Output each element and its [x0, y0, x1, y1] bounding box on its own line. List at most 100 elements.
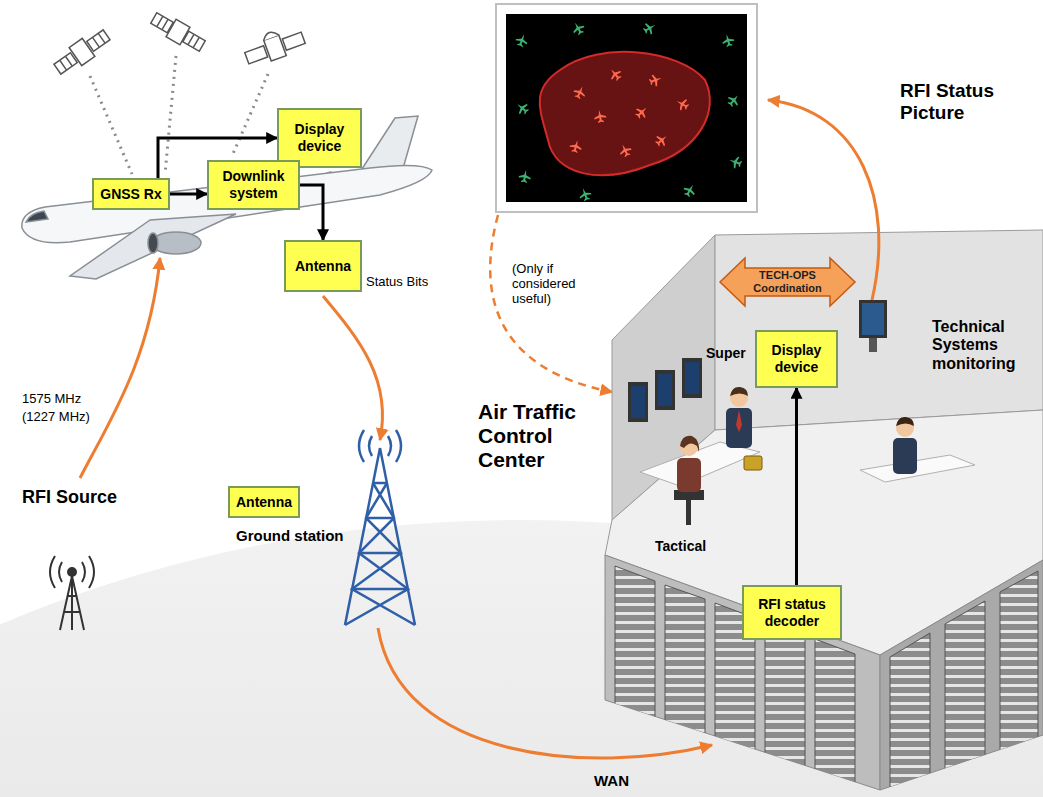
box-text: Display device	[285, 121, 354, 155]
aircraft-mark	[721, 33, 736, 48]
signal-arrow	[795, 388, 798, 585]
aircraft-wing	[70, 214, 236, 279]
tower-crossbars	[352, 483, 408, 589]
aircraft-mark	[514, 100, 531, 117]
aircraft-cockpit	[26, 211, 48, 222]
person-hair	[680, 436, 699, 452]
display-box: Display device	[755, 330, 838, 388]
signal-label: Status Bits	[366, 275, 428, 290]
rfi-source-icon	[50, 556, 94, 630]
aircraft-mark	[641, 20, 658, 37]
tower-bracing	[345, 483, 415, 625]
signal-line	[232, 74, 268, 156]
person-hair	[896, 417, 914, 426]
rfi-status-picture	[496, 4, 757, 212]
box-text: Antenna	[295, 258, 351, 275]
person-body	[893, 438, 917, 474]
aircraft-mark	[653, 132, 670, 149]
satellite-dish	[262, 30, 279, 41]
aircraft-tail	[360, 116, 418, 172]
aircraft-mark	[727, 154, 743, 170]
person-tie	[736, 410, 742, 432]
solar-panel	[245, 46, 268, 64]
aircraft-mark	[572, 84, 588, 100]
aircraft-mark	[607, 66, 624, 83]
tactical-controller	[674, 436, 704, 525]
downlink-box: Downlink system	[207, 160, 300, 210]
briefcase	[744, 456, 762, 470]
supervisor	[726, 387, 762, 470]
panel-grid	[60, 33, 105, 70]
satellite-icon	[149, 9, 207, 54]
person-body	[726, 408, 752, 448]
picture-frame	[496, 4, 757, 212]
building-label: Air Traffic Control Center	[478, 400, 603, 472]
display-box: Display device	[277, 108, 362, 168]
aircraft-mark	[682, 182, 699, 199]
server-racks	[615, 566, 1038, 797]
server-rack	[665, 585, 705, 797]
aircraft-mark	[725, 92, 742, 109]
frequency-label: 1575 MHz	[22, 392, 81, 407]
antenna-box: Antenna	[284, 240, 362, 292]
server-rack	[615, 566, 655, 797]
signal-arrow	[300, 185, 323, 240]
coordination-label: TECH-OPS Coordination	[745, 269, 830, 294]
role-label: Tactical	[655, 538, 706, 554]
interference-arrow	[80, 258, 160, 478]
atc-building	[605, 230, 1043, 797]
antenna-box: Antenna	[228, 486, 300, 518]
satellite-icon	[241, 22, 307, 68]
box-text: Display device	[763, 342, 830, 376]
signal-arrow	[170, 193, 207, 196]
solar-panel	[282, 32, 305, 50]
monitor-screen	[862, 303, 884, 335]
monitor-screen	[685, 362, 699, 394]
panel-grid	[157, 16, 199, 47]
source-label: RFI Source	[22, 487, 117, 508]
wall-monitors	[628, 358, 702, 422]
aircraft-mark	[617, 142, 633, 158]
server-rack	[890, 633, 930, 797]
aircraft-mark	[593, 109, 607, 123]
emitter-mast	[60, 576, 84, 630]
signal-line	[90, 76, 132, 174]
aircraft-mark	[514, 32, 530, 48]
box-text: RFI status decoder	[750, 596, 834, 630]
aircraft-mark	[518, 169, 532, 183]
unaffected-aircraft	[514, 20, 744, 202]
role-label: Super	[706, 345, 746, 361]
picture-label: RFI Status Picture	[900, 80, 1025, 124]
downlink-arrow	[323, 296, 383, 440]
person-body	[677, 458, 701, 492]
tower-legs	[345, 448, 415, 625]
solar-panel	[183, 31, 205, 51]
monitor-screen	[631, 386, 645, 418]
aircraft-mark	[674, 96, 691, 113]
server-rack	[945, 601, 985, 797]
box-text: GNSS Rx	[100, 186, 161, 203]
box-text: Antenna	[236, 494, 292, 511]
interference-area	[540, 52, 710, 175]
aircraft-mark	[648, 72, 664, 88]
aircraft-mark	[633, 104, 650, 121]
monitor	[682, 358, 702, 398]
engine-intake	[148, 233, 158, 253]
solar-panel	[54, 53, 77, 74]
coordination-arrow	[720, 258, 855, 306]
optional-feed-arrow	[490, 215, 612, 392]
picture-screen	[506, 14, 747, 202]
area-label: Technical Systems monitoring	[932, 318, 1032, 373]
chair-post	[686, 500, 691, 525]
network-label: WAN	[594, 772, 629, 789]
frequency-label: (1227 MHz)	[22, 410, 90, 425]
monitor	[859, 300, 887, 338]
aircraft-mark	[570, 20, 587, 37]
monitor	[628, 382, 648, 422]
satellite-signals	[90, 56, 268, 174]
monitor	[655, 370, 675, 410]
affected-aircraft	[569, 66, 691, 159]
note-label: (Only if considered useful)	[512, 262, 604, 307]
